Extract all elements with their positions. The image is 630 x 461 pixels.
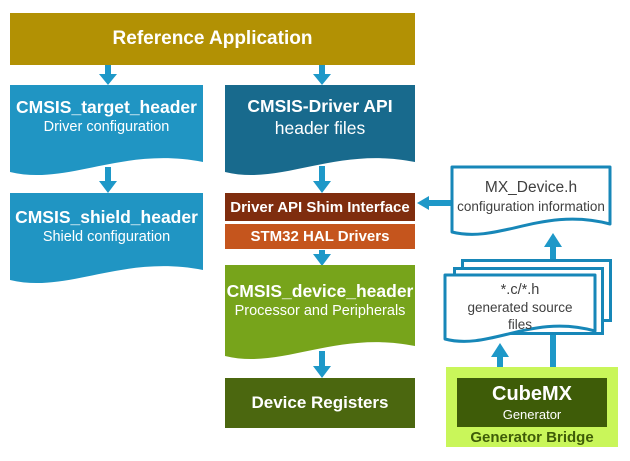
target-header-doc-shape xyxy=(10,85,203,176)
hal-drivers-box: STM32 HAL Drivers xyxy=(225,224,415,249)
mx-device-doc-shape xyxy=(450,165,612,236)
shim-interface-box: Driver API Shim Interface xyxy=(225,193,415,221)
arrow-hal-to-deviceheader-icon xyxy=(313,250,331,266)
cubemx-box: CubeMX Generator xyxy=(457,378,607,427)
cubemx-subtitle: Generator xyxy=(502,407,562,422)
device-registers-label: Device Registers xyxy=(251,393,389,412)
generator-bridge-label: Generator Bridge xyxy=(470,429,594,446)
arrow-driverapi-to-shim-icon xyxy=(313,166,331,193)
arrow-mxdevice-to-shim-icon xyxy=(417,196,453,210)
shim-interface-label: Driver API Shim Interface xyxy=(230,198,410,216)
cubemx-title: CubeMX xyxy=(492,383,572,405)
device-registers-box: Device Registers xyxy=(225,378,415,428)
reference-application-label: Reference Application xyxy=(112,28,313,49)
driver-api-doc-shape xyxy=(225,85,415,176)
generator-bridge-container: CubeMX Generator Generator Bridge xyxy=(446,367,618,447)
source-files-doc-shape xyxy=(443,273,597,343)
arrow-refapp-to-target-icon xyxy=(99,65,117,85)
arrow-refapp-to-driverapi-icon xyxy=(313,65,331,85)
device-header-doc-shape xyxy=(225,265,415,360)
shield-header-doc-shape xyxy=(10,193,203,284)
arrow-deviceheader-to-registers-icon xyxy=(313,351,331,378)
hal-drivers-label: STM32 HAL Drivers xyxy=(250,228,390,245)
arrow-target-to-shield-icon xyxy=(99,167,117,193)
reference-application-box: Reference Application xyxy=(10,13,415,65)
